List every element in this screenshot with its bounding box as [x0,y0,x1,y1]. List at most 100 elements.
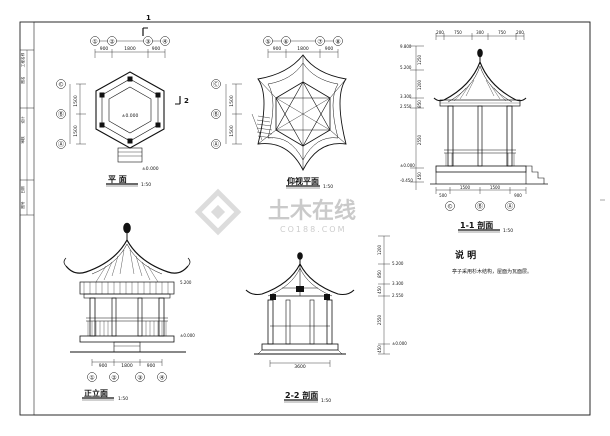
title-front-elevation: 正立面 [84,388,108,398]
dim: 1500 [229,95,235,107]
dim: 850 [417,100,422,108]
elev: 3.300 [400,94,412,99]
elev: 9.800 [400,44,412,49]
dim: 1500 [73,95,79,107]
dim: 750 [498,30,506,35]
title-block-label: 图名 [20,76,25,84]
dim: 500 [439,193,447,198]
dim: 3600 [294,364,306,370]
plan-view [69,27,181,187]
ceiling-grid-bubbles: ⑤ ⑥ ⑦ ⑧ Ⓒ Ⓑ Ⓐ [211,36,343,149]
dim: 900 [273,46,282,52]
title-ceiling-plan: 仰视平面 [287,176,319,186]
grid-label: ③ [145,39,150,46]
dim: 1250 [417,54,422,65]
grid-label: ② [111,375,117,382]
dim: 1800 [124,46,136,52]
dim: 900 [514,193,522,198]
scale: 1:50 [321,398,331,404]
grid-label: ③ [137,375,142,382]
grid-label: ⑧ [335,39,340,46]
grid-label: ⑦ [317,39,323,46]
scale: 1:50 [503,228,513,234]
grid-label: ⑥ [283,39,288,46]
front-grid-bubbles: ① ② ③ ④ [87,372,167,382]
grid-label: ① [89,375,94,382]
dim: 750 [454,30,462,35]
dim: 900 [99,363,108,369]
title-block-label: 日期 [20,186,25,194]
watermark: 土木在线 CO188.COM [194,188,356,236]
dim: 900 [147,363,156,369]
grid-label: Ⓑ [213,111,219,119]
elev: 3.300 [392,281,404,286]
grid-label: ⑤ [265,39,270,46]
grid-label: Ⓑ [58,111,64,119]
grid-label: ① [92,39,97,46]
section-mark: 2 [184,97,189,105]
dim: 900 [152,46,161,52]
section-1-1-view [410,33,548,233]
elev: 5.200 [392,261,404,266]
title-block-label: 审核 [20,136,25,144]
grid-label: Ⓑ [477,203,483,211]
plan-center-level: ±0.000 [122,113,139,119]
inner-border [33,21,591,416]
grid-label: ④ [159,375,164,382]
watermark-logo [194,188,242,236]
dim: 300 [476,30,484,35]
dim: 2550 [377,314,382,325]
plan-level: ±0.000 [142,166,159,172]
dim: 1800 [297,46,309,52]
plan-grid-bubbles: ① ② ③ ④ © Ⓑ Ⓐ [56,36,170,149]
grid-label: © [58,82,64,89]
elev: ±0.000 [400,163,415,168]
watermark-brand: 土木在线 [268,198,356,224]
grid-label: © [447,204,453,211]
scale: 1:50 [141,182,151,188]
notes-heading: 说 明 [455,249,476,261]
title-block-label: 设计 [20,116,25,124]
section11-grid-bubbles: © Ⓑ Ⓐ [445,201,515,211]
dim: 1500 [229,125,235,137]
title-block-label: 工程名称 [20,52,25,67]
dim: 850 [377,270,382,278]
grid-label: ② [109,39,115,46]
title-section-2-2: 2-2 剖面 [285,390,318,400]
title-plan: 平 面 [108,175,127,184]
dim: 200 [436,30,444,35]
elev: 5.200 [180,280,192,285]
dim: 1500 [490,185,501,190]
dim: 1500 [460,185,471,190]
elev: ±0.000 [392,341,407,346]
front-elevation-view [63,222,191,401]
dim: 450 [417,172,422,180]
elev: 2.550 [400,104,412,109]
dim: 900 [325,46,334,52]
section-mark: 1 [146,14,151,22]
dim: 200 [516,30,524,35]
scale: 1:50 [118,396,128,402]
elev: -0.450 [400,178,413,183]
elev: ±0.000 [180,333,195,338]
dim: 1500 [73,125,79,137]
title-section-1-1: 1-1 剖面 [460,220,493,230]
grid-label: Ⓐ [507,203,513,211]
dim: 450 [377,345,382,353]
scale: 1:50 [323,184,333,190]
dim: 900 [100,46,109,52]
title-block-label: 图号 [20,201,25,209]
dim: 2550 [417,134,422,145]
grid-label: Ⓐ [213,141,219,149]
notes-text: 亭子采用杉木结构，屋面为瓦面层。 [452,268,532,275]
watermark-sub: CO188.COM [280,225,346,234]
section-2-2-view [245,235,390,403]
elev: 2.550 [392,293,404,298]
dim: 450 [377,286,382,294]
dim: 1200 [417,79,422,90]
dim: 1800 [121,363,133,369]
elev: 5.200 [400,65,412,70]
